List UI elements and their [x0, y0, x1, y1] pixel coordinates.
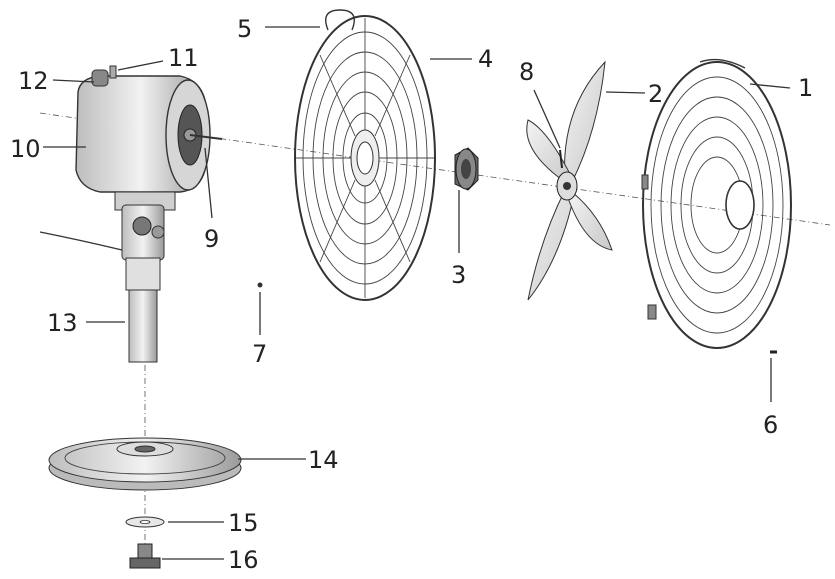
label-part-7: 7 — [252, 340, 267, 368]
blade-screw — [559, 149, 563, 169]
leader-lines — [43, 26, 791, 560]
power-cord — [39, 231, 123, 251]
label-part-16: 16 — [228, 546, 259, 574]
speed-knob — [91, 69, 109, 87]
label-part-1: 1 — [798, 74, 813, 102]
motor-housing — [75, 65, 223, 193]
tilt-joint — [39, 191, 176, 261]
spinner-nut — [454, 147, 479, 191]
label-part-3: 3 — [451, 261, 466, 289]
guard-clip-top — [699, 58, 746, 69]
label-part-4: 4 — [478, 45, 493, 73]
label-part-13: 13 — [47, 309, 78, 337]
fan-base — [48, 437, 242, 491]
small-screw — [257, 282, 263, 288]
label-part-11: 11 — [168, 44, 199, 72]
front-guard — [641, 58, 792, 349]
label-part-12: 12 — [18, 67, 49, 95]
label-part-8: 8 — [519, 58, 534, 86]
extension-pole — [125, 257, 161, 363]
guard-carry-hook — [325, 9, 355, 31]
label-part-2: 2 — [648, 80, 663, 108]
label-part-14: 14 — [308, 446, 339, 474]
base-bolt — [129, 543, 161, 569]
oscillation-pin — [109, 65, 117, 79]
label-part-6: 6 — [763, 411, 778, 439]
label-part-15: 15 — [228, 509, 259, 537]
label-part-10: 10 — [10, 135, 41, 163]
label-part-9: 9 — [204, 225, 219, 253]
rear-guard — [294, 9, 436, 301]
fan-blade — [526, 60, 613, 301]
label-part-5: 5 — [237, 15, 252, 43]
